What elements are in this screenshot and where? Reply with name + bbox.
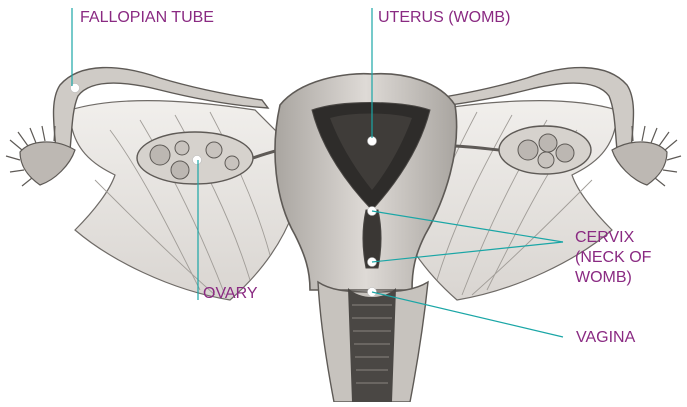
label-vagina: VAGINA [576,328,635,348]
label-cervix: CERVIX (NECK OF WOMB) [575,228,685,288]
label-fallopian-tube: FALLOPIAN TUBE [80,8,214,28]
label-uterus: UTERUS (WOMB) [378,8,510,28]
label-ovary: OVARY [203,284,258,304]
